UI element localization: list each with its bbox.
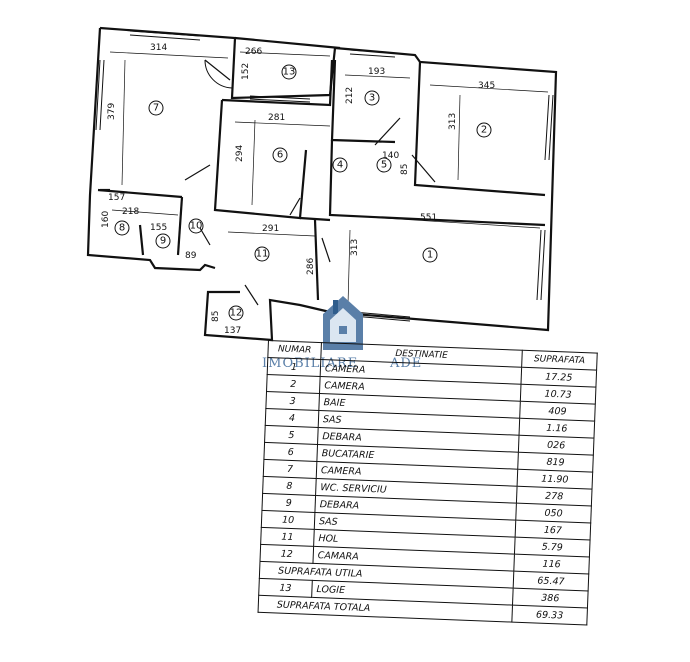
room-marker-number: 2	[481, 125, 487, 136]
room-marker: 4	[332, 157, 348, 173]
room-marker-number: 3	[369, 93, 375, 104]
room-marker: 6	[272, 147, 288, 163]
room-marker-circle	[155, 233, 171, 249]
watermark-logo	[323, 296, 363, 350]
room-marker-circle	[254, 246, 270, 262]
dimension-label: 152	[241, 63, 251, 80]
room-marker-circle	[114, 220, 130, 236]
dimension-label: 157	[108, 193, 125, 203]
dimension-label: 193	[368, 67, 385, 77]
room-marker-circle	[148, 100, 164, 116]
room-number: 8	[262, 476, 317, 496]
dimension-label: 314	[150, 43, 167, 53]
room-marker-circle	[228, 305, 244, 321]
room-number: 4	[265, 408, 319, 428]
dimension-label: 85	[211, 311, 221, 322]
dimension-label: 160	[101, 211, 111, 228]
dimension-label: 140	[382, 151, 399, 161]
room-marker-number: 7	[153, 103, 159, 114]
room-marker-number: 13	[283, 67, 296, 78]
room-marker-number: 4	[337, 160, 343, 171]
total-area-value: 69.33	[511, 605, 588, 625]
room-marker: 12	[228, 305, 244, 321]
dimension-label: 313	[448, 113, 458, 130]
room-marker: 10	[188, 218, 204, 234]
dimension-label: 281	[268, 113, 285, 123]
room-number: 3	[265, 391, 320, 411]
room-marker: 9	[155, 233, 171, 249]
dimension-label: 212	[345, 87, 355, 104]
watermark-brand: IMOBILIARE	[262, 356, 358, 371]
dimension-label: 155	[150, 223, 167, 233]
room-marker: 3	[364, 90, 380, 106]
room-marker: 11	[254, 246, 270, 262]
dimension-lines	[109, 51, 549, 306]
dimension-label: 291	[262, 224, 279, 234]
room-number: 2	[266, 374, 321, 394]
room-marker-circle	[188, 218, 204, 234]
dimension-label: 313	[350, 239, 360, 256]
room-number: 13	[258, 578, 313, 598]
room-marker: 7	[148, 100, 164, 116]
room-marker-circle	[376, 157, 392, 173]
room-marker-number: 10	[190, 221, 203, 232]
dimension-label: 551	[420, 213, 437, 223]
dimension-label: 85	[400, 164, 410, 175]
room-marker-circle	[332, 157, 348, 173]
room-number: 6	[263, 442, 318, 462]
room-marker-number: 12	[230, 308, 243, 319]
room-marker-number: 11	[256, 249, 269, 260]
room-marker: 8	[114, 220, 130, 236]
room-marker-circle	[272, 147, 288, 163]
dimension-label: 379	[107, 103, 117, 120]
windows	[95, 30, 554, 322]
dimension-label: 218	[122, 207, 139, 217]
dimension-label: 345	[478, 81, 495, 91]
room-number: 1	[267, 357, 321, 377]
room-number: 12	[259, 544, 314, 564]
dimension-label: 286	[306, 258, 316, 275]
room-marker-circle	[422, 247, 438, 263]
room-marker: 5	[376, 157, 392, 173]
header-number: NUMAR	[267, 340, 322, 360]
room-marker-number: 6	[277, 150, 283, 161]
room-number: 5	[264, 425, 319, 445]
watermark-suffix: ADE	[389, 356, 422, 371]
dimension-label: 137	[224, 326, 241, 336]
room-marker-number: 9	[160, 236, 166, 247]
room-number: 9	[261, 493, 316, 513]
room-marker-number: 8	[119, 223, 125, 234]
room-marker-circle	[476, 122, 492, 138]
room-marker-number: 5	[381, 160, 387, 171]
dimension-label: 294	[235, 145, 245, 162]
room-marker: 13	[281, 64, 297, 80]
dimension-label: 266	[245, 47, 262, 57]
dimension-label: 89	[185, 251, 197, 261]
room-marker-circle	[281, 64, 297, 80]
walls	[86, 26, 558, 342]
room-marker: 2	[476, 122, 492, 138]
room-marker: 1	[422, 247, 438, 263]
room-marker-circle	[364, 90, 380, 106]
room-number: 11	[260, 527, 315, 547]
room-number: 7	[263, 459, 317, 479]
room-number: 10	[261, 510, 315, 530]
room-marker-number: 1	[427, 250, 433, 261]
